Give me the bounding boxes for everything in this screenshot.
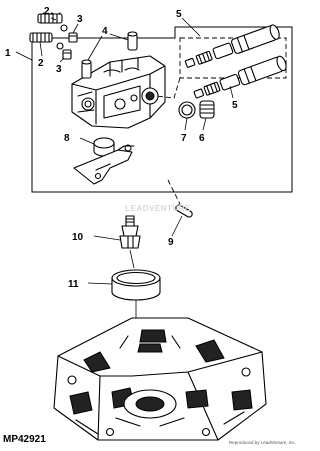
callout-5-lower: 5 (232, 100, 238, 111)
credit-line: Reproduced by LeadVenture, Inc. (228, 440, 296, 445)
control-bracket (73, 144, 135, 185)
leader-4b (109, 33, 129, 41)
transmission-housing (53, 317, 267, 441)
leader-2a (50, 17, 57, 21)
valve-cartridge-lower (193, 55, 287, 99)
compression-spring (199, 100, 215, 119)
bolt (119, 215, 141, 249)
callout-10: 10 (72, 232, 84, 243)
cartridge-flow-line (155, 77, 181, 99)
leader-9 (171, 215, 183, 237)
callout-8: 8 (64, 133, 70, 144)
callout-9: 9 (168, 237, 174, 248)
valve-body-casting (71, 55, 166, 129)
plug-lower (62, 49, 72, 60)
dowel-pin-left (81, 59, 92, 79)
o-ring-inner (181, 104, 193, 116)
check-ball-upper (60, 24, 68, 32)
filter-ring (111, 269, 161, 301)
valve-cartridge-upper (184, 24, 280, 68)
figure-code: MP42921 (3, 434, 46, 445)
watermark-logo: LEADVENTURE (125, 204, 191, 213)
plug-upper (68, 32, 78, 43)
leader-5b (229, 85, 234, 99)
leader-3a (72, 23, 79, 34)
leader-2b (39, 41, 43, 57)
callout-3-upper: 3 (77, 14, 83, 25)
check-ball-lower (56, 42, 64, 50)
pin-flow-line (167, 179, 181, 205)
leader-4a (87, 35, 103, 61)
callout-6: 6 (199, 133, 205, 144)
dowel-pin-right (127, 31, 138, 51)
leader-5a (181, 17, 201, 37)
callout-2-lower: 2 (38, 58, 44, 69)
callout-3-lower: 3 (56, 64, 62, 75)
o-ring (178, 101, 196, 119)
callout-4: 4 (102, 26, 108, 37)
leader-6 (202, 117, 207, 131)
roll-pin (175, 204, 193, 218)
cartridge-box (179, 37, 287, 79)
leader-8 (79, 137, 95, 145)
callout-5-upper: 5 (176, 9, 182, 20)
assembly-frame (31, 26, 293, 193)
center-line (129, 249, 135, 269)
callout-1: 1 (5, 48, 11, 59)
relief-spring-lower (29, 32, 53, 43)
exploded-parts-diagram: 1 2 2 3 3 4 5 5 6 7 8 9 10 11 (5, 6, 293, 441)
leader-10 (93, 235, 121, 241)
relief-spring-upper (37, 12, 63, 24)
callout-2-upper: 2 (44, 6, 50, 17)
callout-11: 11 (68, 279, 79, 290)
leader-11 (87, 282, 113, 285)
leader-3b (59, 57, 65, 63)
leader-1 (15, 51, 33, 61)
callout-7: 7 (181, 133, 187, 144)
leader-7 (184, 117, 188, 131)
